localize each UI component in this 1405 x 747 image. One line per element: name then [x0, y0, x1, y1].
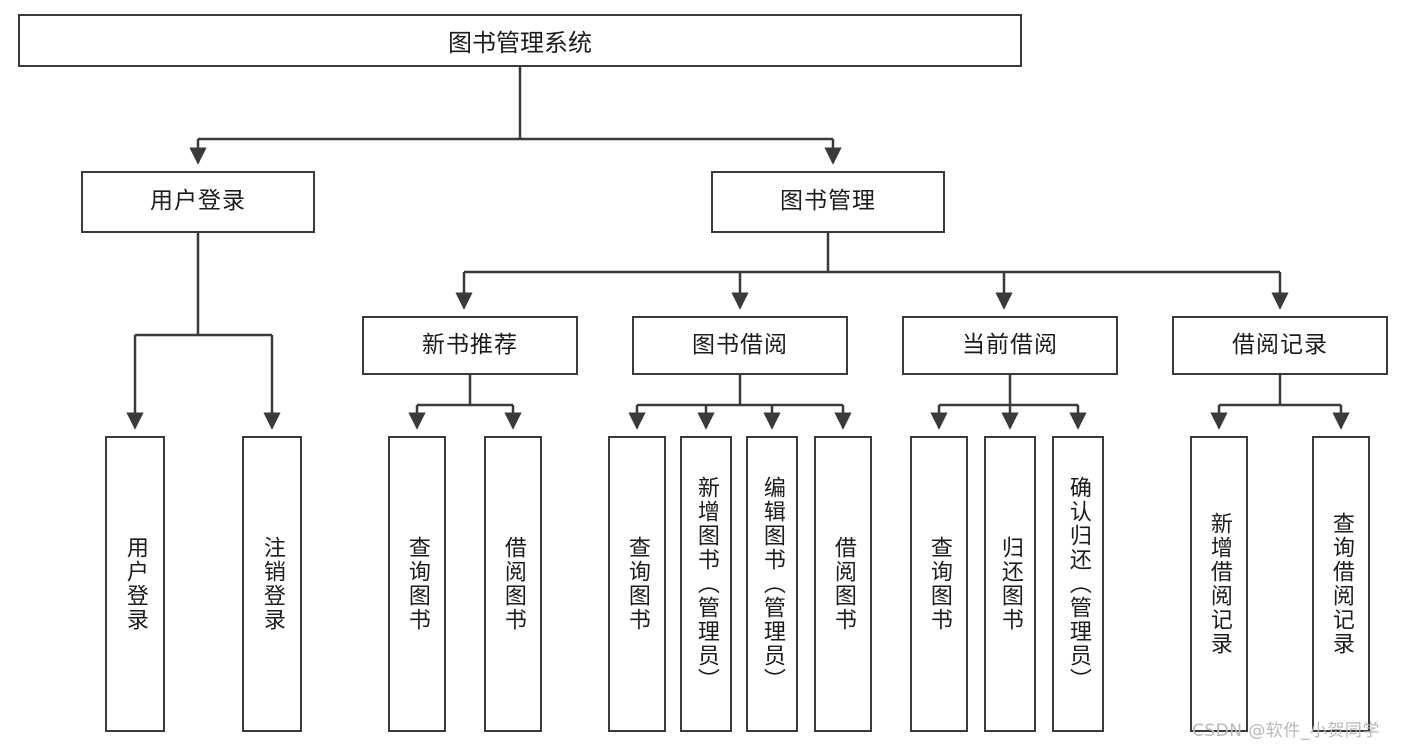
leaf-borrow-book-2[interactable]: 借阅图书: [814, 436, 872, 732]
leaf-borrow-book-1[interactable]: 借阅图书: [484, 436, 542, 732]
leaf-logout-label: 注销登录: [259, 536, 285, 632]
leaf-query-book-2[interactable]: 查询图书: [608, 436, 666, 732]
node-current-borrow[interactable]: 当前借阅: [902, 316, 1118, 375]
node-root-label: 图书管理系统: [448, 29, 592, 57]
node-new-book-recommend-label: 新书推荐: [422, 331, 518, 358]
leaf-user-login-label: 用户登录: [122, 536, 148, 632]
leaf-user-login[interactable]: 用户登录: [105, 436, 165, 732]
node-book-borrow[interactable]: 图书借阅: [632, 316, 848, 375]
node-root[interactable]: 图书管理系统: [18, 14, 1022, 67]
leaf-query-book-3[interactable]: 查询图书: [910, 436, 968, 732]
node-borrow-record[interactable]: 借阅记录: [1172, 316, 1388, 375]
leaf-query-book-3-label: 查询图书: [926, 536, 952, 632]
leaf-query-book-1[interactable]: 查询图书: [388, 436, 446, 732]
leaf-return-book-label: 归还图书: [997, 536, 1023, 632]
node-user-login[interactable]: 用户登录: [81, 171, 315, 233]
node-book-manage-label: 图书管理: [780, 188, 876, 215]
leaf-confirm-return[interactable]: 确认归还（管理员）: [1052, 436, 1104, 732]
leaf-logout[interactable]: 注销登录: [242, 436, 302, 732]
leaf-query-record-label: 查询借阅记录: [1328, 512, 1354, 656]
leaf-query-book-2-label: 查询图书: [624, 536, 650, 632]
node-new-book-recommend[interactable]: 新书推荐: [362, 316, 578, 375]
leaf-add-book-label: 新增图书（管理员）: [693, 476, 719, 692]
leaf-add-record-label: 新增借阅记录: [1206, 512, 1232, 656]
leaf-edit-book[interactable]: 编辑图书（管理员）: [746, 436, 798, 732]
node-user-login-label: 用户登录: [150, 188, 246, 215]
leaf-confirm-return-label: 确认归还（管理员）: [1065, 476, 1091, 692]
node-book-borrow-label: 图书借阅: [692, 331, 788, 358]
leaf-query-book-1-label: 查询图书: [404, 536, 430, 632]
node-book-manage[interactable]: 图书管理: [711, 171, 945, 233]
leaf-borrow-book-2-label: 借阅图书: [830, 536, 856, 632]
leaf-add-record[interactable]: 新增借阅记录: [1190, 436, 1248, 732]
watermark: CSDN @软件_小贺同学: [1192, 721, 1380, 741]
node-current-borrow-label: 当前借阅: [962, 331, 1058, 358]
leaf-borrow-book-1-label: 借阅图书: [500, 536, 526, 632]
leaf-return-book[interactable]: 归还图书: [984, 436, 1036, 732]
leaf-edit-book-label: 编辑图书（管理员）: [759, 476, 785, 692]
leaf-query-record[interactable]: 查询借阅记录: [1312, 436, 1370, 732]
node-borrow-record-label: 借阅记录: [1232, 331, 1328, 358]
leaf-add-book[interactable]: 新增图书（管理员）: [680, 436, 732, 732]
